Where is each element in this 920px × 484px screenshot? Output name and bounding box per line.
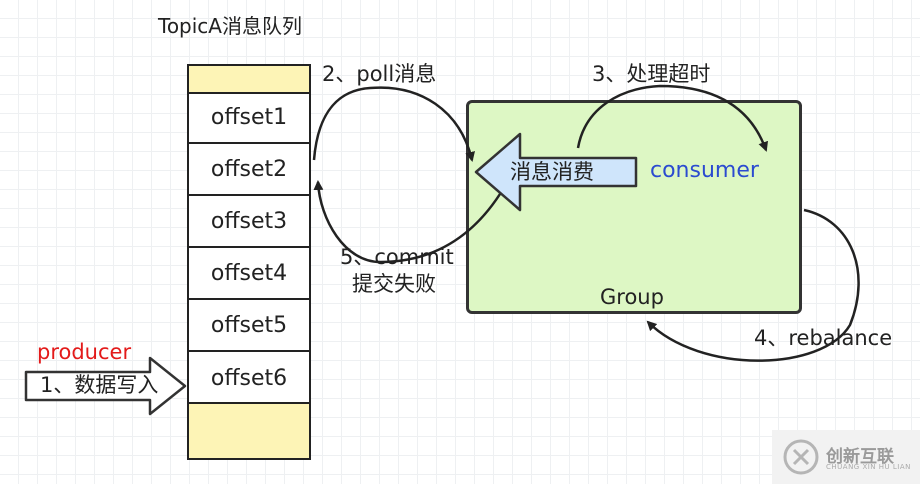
offset-cell: offset2 [189,144,309,196]
offset-cell: offset1 [189,92,309,144]
consume-label: 消息消费 [510,160,594,184]
offset-cell: offset3 [189,196,309,248]
queue-title: TopicA消息队列 [158,14,302,38]
watermark-logo-icon [783,439,819,475]
commit-failure-label: 提交失败 [352,272,436,296]
write-step-label: 1、数据写入 [40,373,159,397]
timeout-step-label: 3、处理超时 [592,62,711,86]
watermark-subtitle: CHUANG XIN HU LIAN [826,463,911,471]
producer-label: producer [37,340,132,364]
poll-step-label: 2、poll消息 [322,62,437,86]
watermark-name: 创新互联 [826,447,894,467]
consumer-group-box [466,100,802,314]
commit-step-label: 5、commit [340,245,454,269]
queue-tail [189,402,309,458]
poll-arrow [312,86,475,162]
offset-cell: offset5 [189,300,309,352]
offset-cell: offset6 [210,365,288,391]
consumer-label: consumer [650,158,759,183]
rebalance-step-label: 4、rebalance [754,326,893,350]
queue-head [189,66,309,94]
group-label: Group [600,285,664,309]
offset-cell: offset4 [189,248,309,300]
